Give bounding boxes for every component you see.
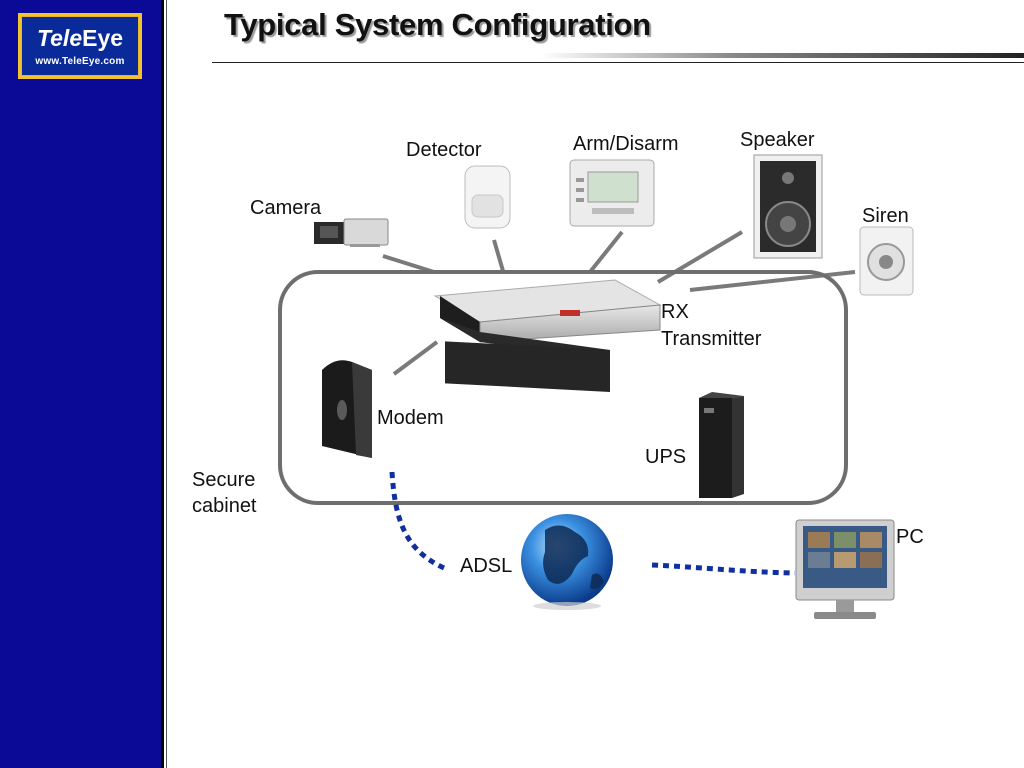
link-camera (382, 254, 435, 274)
label-rx: RX (661, 301, 689, 323)
label-secure: Secure (192, 469, 255, 491)
motion-detector-icon (464, 165, 511, 229)
adsl-link-modem (389, 471, 446, 571)
label-speaker: Speaker (740, 129, 815, 151)
teleeye-logo: TeleEye www.TeleEye.com (18, 13, 142, 79)
label-transmitter: Transmitter (661, 328, 762, 350)
ups-icon (699, 392, 744, 498)
label-pc: PC (896, 526, 924, 548)
label-adsl: ADSL (460, 555, 512, 577)
globe-icon (521, 514, 613, 610)
rx-transmitter-icon (433, 279, 662, 392)
title-underline-gradient (540, 53, 1024, 58)
logo-url: www.TeleEye.com (35, 56, 125, 67)
label-camera: Camera (250, 197, 322, 219)
logo-wordmark: TeleEye (36, 25, 124, 51)
camera-icon (314, 218, 389, 247)
link-detector (492, 239, 505, 272)
label-siren: Siren (862, 205, 909, 227)
label-ups: UPS (645, 446, 686, 468)
label-arm-disarm: Arm/Disarm (573, 133, 679, 155)
sidebar-divider-thin (166, 0, 167, 768)
label-cabinet: cabinet (192, 495, 257, 517)
siren-icon (859, 226, 914, 296)
link-keypad (588, 230, 624, 274)
slide-title: Typical System Configuration (224, 7, 651, 42)
adsl-link-pc (651, 562, 796, 576)
keypad-icon (569, 159, 655, 227)
label-modem: Modem (377, 407, 444, 429)
title-underline (212, 62, 1024, 63)
sidebar: TeleEye www.TeleEye.com (0, 0, 161, 768)
secure-cabinet-outline (278, 270, 848, 505)
modem-icon (322, 360, 372, 458)
speaker-icon (753, 154, 823, 259)
pc-monitor-icon (795, 519, 895, 619)
link-modem (392, 340, 439, 376)
network-links (389, 471, 796, 576)
sidebar-divider (161, 0, 164, 768)
label-detector: Detector (406, 139, 482, 161)
link-speaker (656, 230, 744, 284)
